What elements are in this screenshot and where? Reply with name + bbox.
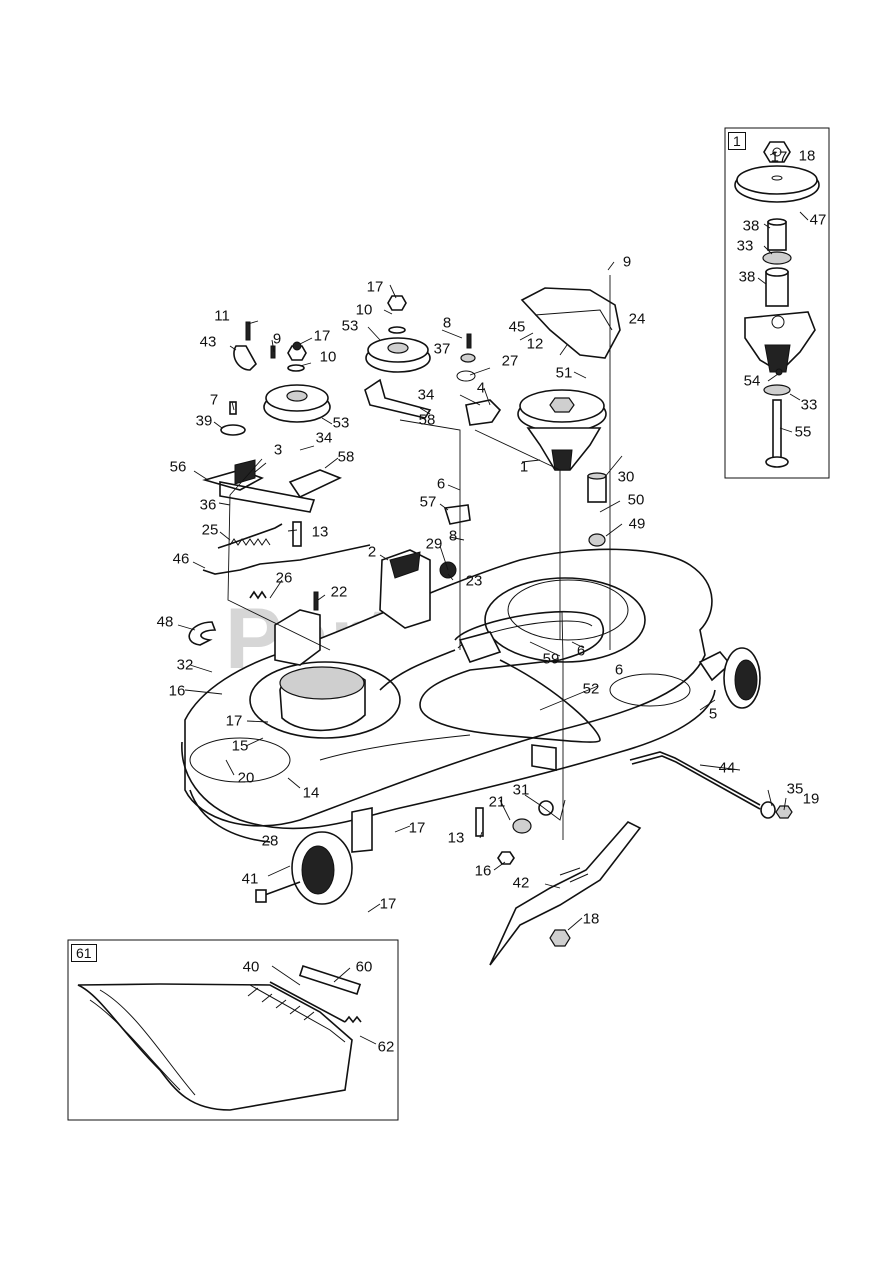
idler-pulley-upper	[365, 295, 431, 373]
callout-62: 62	[377, 1038, 395, 1056]
callout-47: 47	[809, 211, 827, 229]
callout-3: 3	[273, 441, 283, 459]
callout-17b: 17	[313, 327, 331, 345]
callout-16b: 16	[474, 862, 492, 880]
callout-12: 12	[526, 335, 544, 353]
callout-1: 1	[519, 458, 529, 476]
callout-42: 42	[512, 874, 530, 892]
callout-46: 46	[172, 550, 190, 568]
callout-6a: 6	[436, 475, 446, 493]
callout-49: 49	[628, 515, 646, 533]
callout-26: 26	[275, 569, 293, 587]
callout-13a: 13	[311, 523, 329, 541]
lift-rod	[629, 751, 761, 806]
callout-57: 57	[419, 493, 437, 511]
callout-32: 32	[176, 656, 194, 674]
callout-31: 31	[512, 781, 530, 799]
callout-17c: 17	[225, 712, 243, 730]
callout-59: 59	[542, 650, 560, 668]
callout-17d: 17	[408, 819, 426, 837]
callout-4: 4	[476, 379, 486, 397]
callout-14: 14	[302, 784, 320, 802]
callout-5: 5	[708, 705, 718, 723]
callout-20: 20	[237, 769, 255, 787]
callout-37: 37	[433, 340, 451, 358]
deck-wheel-left	[255, 807, 373, 905]
callout-17-inset: 17	[770, 148, 788, 166]
callout-11: 11	[214, 307, 230, 325]
callout-8b: 8	[448, 527, 458, 545]
callout-43: 43	[199, 333, 217, 351]
callout-33a: 33	[736, 237, 754, 255]
idler-pulley-left	[263, 345, 331, 423]
callout-22: 22	[330, 583, 348, 601]
inset-61-label: 61	[71, 944, 97, 962]
callout-21: 21	[488, 793, 506, 811]
callout-25: 25	[201, 521, 219, 539]
callout-29: 29	[425, 535, 443, 553]
callout-40: 40	[242, 958, 260, 976]
callout-34a: 34	[315, 429, 333, 447]
callout-39: 39	[195, 412, 213, 430]
callout-30: 30	[617, 468, 635, 486]
callout-10a: 10	[355, 301, 373, 319]
callout-19: 19	[802, 790, 820, 808]
callout-13b: 13	[447, 829, 465, 847]
callout-33b: 33	[800, 396, 818, 414]
callout-16a: 16	[168, 682, 186, 700]
chute-inset-box	[67, 939, 399, 1121]
callout-38a: 38	[742, 217, 760, 235]
callout-52: 52	[582, 680, 600, 698]
callout-27: 27	[501, 352, 519, 370]
callout-17e: 17	[379, 895, 397, 913]
callout-53b: 53	[332, 414, 350, 432]
callout-34b: 34	[417, 386, 435, 404]
callout-10b: 10	[319, 348, 337, 366]
callout-9b: 9	[272, 330, 282, 348]
callout-6c: 6	[614, 661, 624, 679]
callout-44: 44	[718, 759, 736, 777]
callout-24: 24	[628, 310, 646, 328]
callout-51: 51	[555, 364, 573, 382]
callout-6b: 6	[576, 642, 586, 660]
callout-60: 60	[355, 958, 373, 976]
callout-9a: 9	[622, 253, 632, 271]
callout-28: 28	[261, 832, 279, 850]
spindle-pulley-right	[517, 389, 607, 471]
callout-50: 50	[627, 491, 645, 509]
callout-2: 2	[367, 543, 377, 561]
callout-17a: 17	[366, 278, 384, 296]
inset-1-label: 1	[728, 132, 746, 150]
callout-leaders	[177, 151, 809, 1045]
callout-7: 7	[209, 391, 219, 409]
callout-48: 48	[156, 613, 174, 631]
mower-blade	[489, 821, 642, 966]
callout-53a: 53	[341, 317, 359, 335]
callout-58a: 58	[337, 448, 355, 466]
callout-41: 41	[241, 870, 259, 888]
callout-35: 35	[786, 780, 804, 798]
callout-55: 55	[794, 423, 812, 441]
mower-deck-shell	[181, 548, 716, 843]
callout-38b: 38	[738, 268, 756, 286]
spindle-inset-box	[724, 127, 830, 479]
deck-belt	[419, 610, 605, 743]
callout-18-inset: 18	[798, 147, 816, 165]
callout-15: 15	[231, 737, 249, 755]
deck-wheel-right	[698, 647, 761, 709]
callout-56: 56	[169, 458, 187, 476]
callout-45: 45	[508, 318, 526, 336]
callout-8a: 8	[442, 314, 452, 332]
callout-36: 36	[199, 496, 217, 514]
callout-58b: 58	[418, 411, 436, 429]
callout-54: 54	[743, 372, 761, 390]
callout-18-main: 18	[582, 910, 600, 928]
callout-23: 23	[465, 572, 483, 590]
belt-cover	[520, 287, 621, 359]
